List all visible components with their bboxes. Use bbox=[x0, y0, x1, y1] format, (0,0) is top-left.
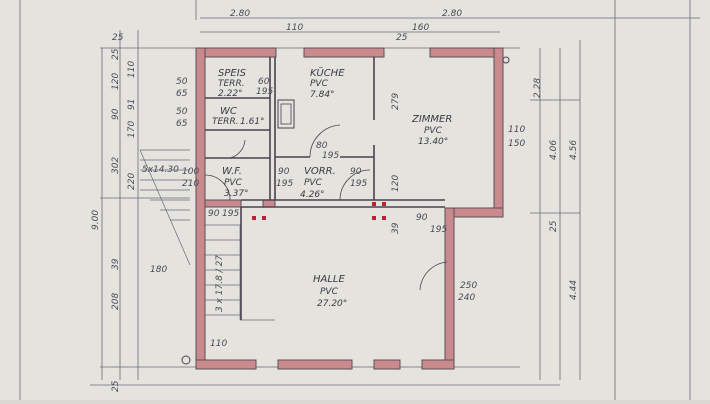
stove bbox=[277, 99, 295, 129]
room-vorr-sub: PVC bbox=[304, 178, 323, 188]
door-swings bbox=[204, 124, 448, 291]
dim-top-left: 2.80 bbox=[230, 9, 250, 19]
room-wf-area: 3.37° bbox=[224, 189, 249, 199]
partitions bbox=[205, 57, 445, 320]
dim-top-110: 110 bbox=[286, 23, 303, 33]
dim-left-90: 90 bbox=[111, 108, 121, 120]
dim-195d: 195 bbox=[350, 179, 367, 189]
dim-50a: 50 bbox=[176, 77, 188, 87]
dim-110: 110 bbox=[508, 125, 525, 135]
room-halle-name: HALLE bbox=[313, 274, 346, 285]
dim-left-208: 208 bbox=[111, 293, 121, 310]
dim-195e: 195 bbox=[222, 209, 239, 219]
dim-250: 250 bbox=[460, 281, 477, 291]
room-kueche-name: KÜCHE bbox=[310, 66, 345, 79]
room-wf-name: W.F. bbox=[222, 166, 242, 177]
dim-right-444: 4.44 bbox=[569, 280, 579, 300]
walls bbox=[195, 47, 504, 370]
dim-90b: 90 bbox=[350, 167, 362, 177]
room-zimmer-sub: PVC bbox=[424, 126, 443, 136]
room-wc-name: WC bbox=[220, 106, 237, 117]
dim-top-25a: 25 bbox=[112, 33, 124, 43]
dim-65b: 65 bbox=[176, 119, 188, 129]
dim-110b: 110 bbox=[210, 339, 227, 349]
dim-left-25b: 25 bbox=[111, 380, 121, 392]
room-zimmer-area: 13.40° bbox=[418, 137, 448, 147]
room-wc-area: 1.61° bbox=[240, 117, 265, 127]
dim-210: 210 bbox=[182, 179, 199, 189]
dim-240: 240 bbox=[458, 293, 475, 303]
room-zimmer-name: ZIMMER bbox=[411, 114, 452, 125]
dim-top-right: 2.80 bbox=[442, 9, 462, 19]
outlet-markers bbox=[252, 202, 386, 220]
dim-left-110: 110 bbox=[127, 61, 137, 78]
construction-lines bbox=[19, 0, 700, 400]
room-wf-sub: PVC bbox=[224, 178, 243, 188]
dim-80: 80 bbox=[316, 141, 328, 151]
dim-39: 39 bbox=[391, 222, 401, 234]
dim-right-228: 2.28 bbox=[533, 78, 543, 98]
dim-90d: 90 bbox=[416, 213, 428, 223]
dim-top-160: 160 bbox=[412, 23, 429, 33]
room-wc-sub: TERR. bbox=[212, 117, 239, 127]
dim-180: 180 bbox=[150, 265, 167, 275]
dim-279: 279 bbox=[391, 93, 401, 110]
dim-195a: 195 bbox=[256, 87, 273, 97]
outside-stairs bbox=[139, 149, 191, 266]
room-speis-sub: TERR. bbox=[218, 79, 245, 89]
dim-60: 60 bbox=[258, 77, 270, 87]
dim-90c: 90 bbox=[208, 209, 220, 219]
dim-right-406: 4.06 bbox=[549, 140, 559, 160]
dim-top-25b: 25 bbox=[396, 33, 408, 43]
dim-195b: 195 bbox=[322, 151, 339, 161]
dim-left-900: 9.00 bbox=[91, 210, 101, 230]
stove-inner bbox=[280, 103, 292, 125]
dim-left-25: 25 bbox=[111, 48, 121, 60]
dim-stair-steps: 3 x 17.8 / 27 bbox=[215, 255, 225, 312]
dim-left-91: 91 bbox=[127, 99, 137, 110]
dim-left-120: 120 bbox=[111, 73, 121, 90]
room-vorr-name: VORR. bbox=[304, 166, 336, 177]
dim-outside-steps: 5x14.30 bbox=[142, 165, 179, 175]
dim-195c: 195 bbox=[276, 179, 293, 189]
room-kueche-sub: PVC bbox=[310, 79, 329, 89]
room-vorr-area: 4.26° bbox=[300, 190, 325, 200]
dim-right-456: 4.56 bbox=[569, 140, 579, 160]
room-halle-area: 27.20° bbox=[317, 299, 347, 309]
dim-right-25: 25 bbox=[549, 220, 559, 232]
dim-65a: 65 bbox=[176, 89, 188, 99]
dim-120: 120 bbox=[391, 175, 401, 192]
room-speis-area: 2.22° bbox=[218, 89, 243, 99]
dim-left-39: 39 bbox=[111, 258, 121, 270]
dim-195f: 195 bbox=[430, 225, 447, 235]
dim-50b: 50 bbox=[176, 107, 188, 117]
dim-left-302: 302 bbox=[111, 157, 121, 174]
dim-90a: 90 bbox=[278, 167, 290, 177]
room-kueche-area: 7.84° bbox=[310, 90, 335, 100]
inside-stairs bbox=[205, 224, 275, 321]
dim-100: 100 bbox=[182, 167, 199, 177]
room-halle-sub: PVC bbox=[320, 287, 339, 297]
room-speis-name: SPEIS bbox=[218, 68, 247, 79]
dim-left-220: 220 bbox=[127, 173, 137, 190]
corner-marker-left bbox=[181, 355, 191, 365]
dim-left-170: 170 bbox=[127, 121, 137, 138]
corner-marker-right bbox=[502, 56, 510, 64]
dim-150: 150 bbox=[508, 139, 525, 149]
